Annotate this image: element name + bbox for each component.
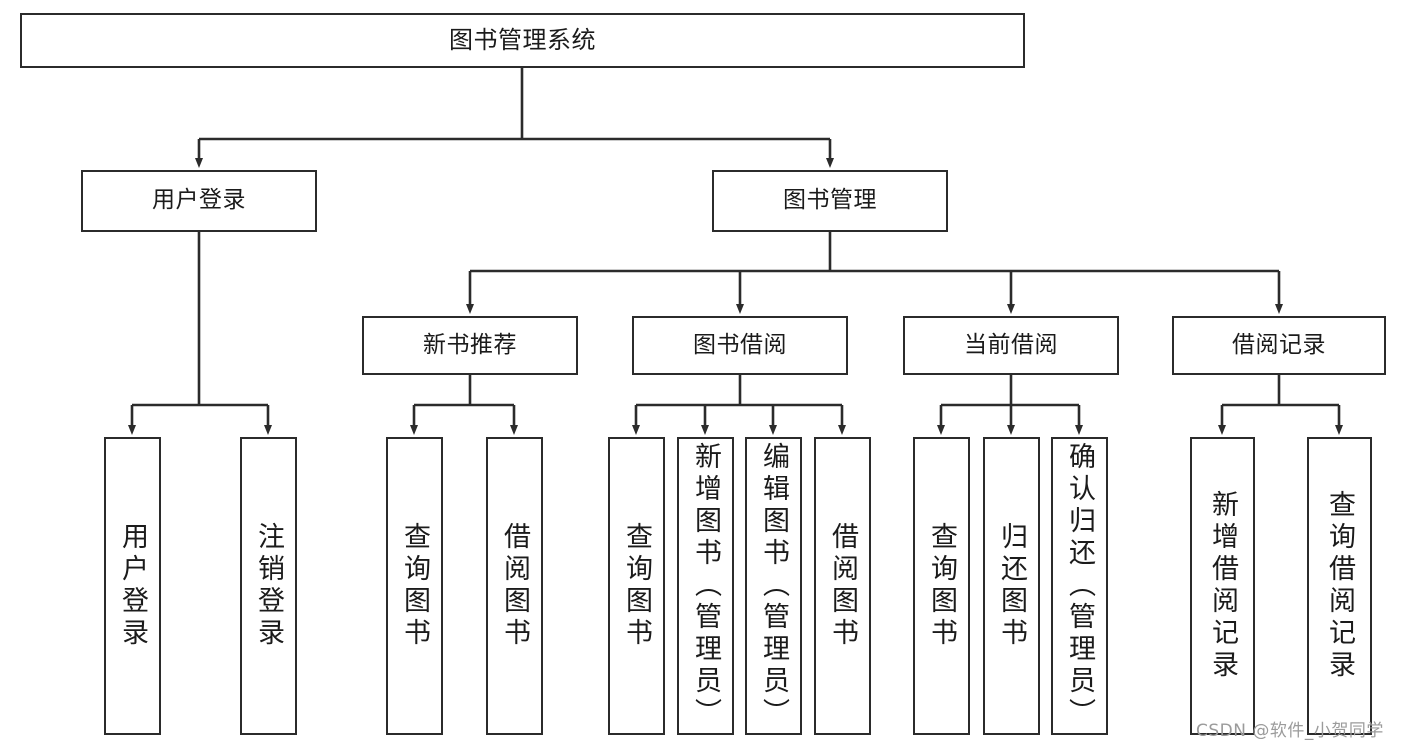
node-leaf-query-book-3[interactable]: 查询图书: [913, 437, 970, 735]
node-leaf-add-book-admin-label: 新增图书（管理员）: [690, 442, 721, 730]
node-leaf-query-book-2-label: 查询图书: [621, 522, 652, 650]
node-leaf-borrow-book-1[interactable]: 借阅图书: [486, 437, 543, 735]
node-leaf-logout[interactable]: 注销登录: [240, 437, 297, 735]
node-leaf-query-book-1-label: 查询图书: [399, 522, 430, 650]
node-root-label: 图书管理系统: [449, 26, 596, 55]
node-book-borrow-label: 图书借阅: [693, 331, 787, 358]
node-leaf-return-book-label: 归还图书: [996, 522, 1027, 650]
node-leaf-query-book-1[interactable]: 查询图书: [386, 437, 443, 735]
node-new-book-recommend-label: 新书推荐: [423, 331, 517, 358]
node-leaf-user-login-label: 用户登录: [117, 522, 148, 650]
node-user-login-label: 用户登录: [152, 187, 246, 214]
node-current-borrow-label: 当前借阅: [964, 331, 1058, 358]
node-book-management-label: 图书管理: [783, 187, 877, 214]
node-leaf-logout-label: 注销登录: [253, 522, 284, 650]
node-new-book-recommend[interactable]: 新书推荐: [362, 316, 578, 375]
node-leaf-borrow-book-2-label: 借阅图书: [827, 522, 858, 650]
node-book-management[interactable]: 图书管理: [712, 170, 948, 232]
node-leaf-query-book-3-label: 查询图书: [926, 522, 957, 650]
node-leaf-query-borrow-record[interactable]: 查询借阅记录: [1307, 437, 1372, 735]
node-book-borrow[interactable]: 图书借阅: [632, 316, 848, 375]
watermark-text: CSDN @软件_小贺同学: [1196, 721, 1384, 741]
node-leaf-confirm-return-admin-label: 确认归还（管理员）: [1064, 442, 1095, 730]
node-leaf-edit-book-admin[interactable]: 编辑图书（管理员）: [745, 437, 802, 735]
node-leaf-query-book-2[interactable]: 查询图书: [608, 437, 665, 735]
node-leaf-confirm-return-admin[interactable]: 确认归还（管理员）: [1051, 437, 1108, 735]
node-borrow-record[interactable]: 借阅记录: [1172, 316, 1386, 375]
node-borrow-record-label: 借阅记录: [1232, 331, 1326, 358]
node-user-login[interactable]: 用户登录: [81, 170, 317, 232]
node-leaf-query-borrow-record-label: 查询借阅记录: [1324, 490, 1355, 682]
node-leaf-user-login[interactable]: 用户登录: [104, 437, 161, 735]
node-leaf-add-borrow-record-label: 新增借阅记录: [1207, 490, 1238, 682]
node-leaf-borrow-book-1-label: 借阅图书: [499, 522, 530, 650]
node-leaf-borrow-book-2[interactable]: 借阅图书: [814, 437, 871, 735]
node-current-borrow[interactable]: 当前借阅: [903, 316, 1119, 375]
node-leaf-add-borrow-record[interactable]: 新增借阅记录: [1190, 437, 1255, 735]
node-leaf-return-book[interactable]: 归还图书: [983, 437, 1040, 735]
node-leaf-edit-book-admin-label: 编辑图书（管理员）: [758, 442, 789, 730]
node-root-system[interactable]: 图书管理系统: [20, 13, 1025, 68]
node-leaf-add-book-admin[interactable]: 新增图书（管理员）: [677, 437, 734, 735]
